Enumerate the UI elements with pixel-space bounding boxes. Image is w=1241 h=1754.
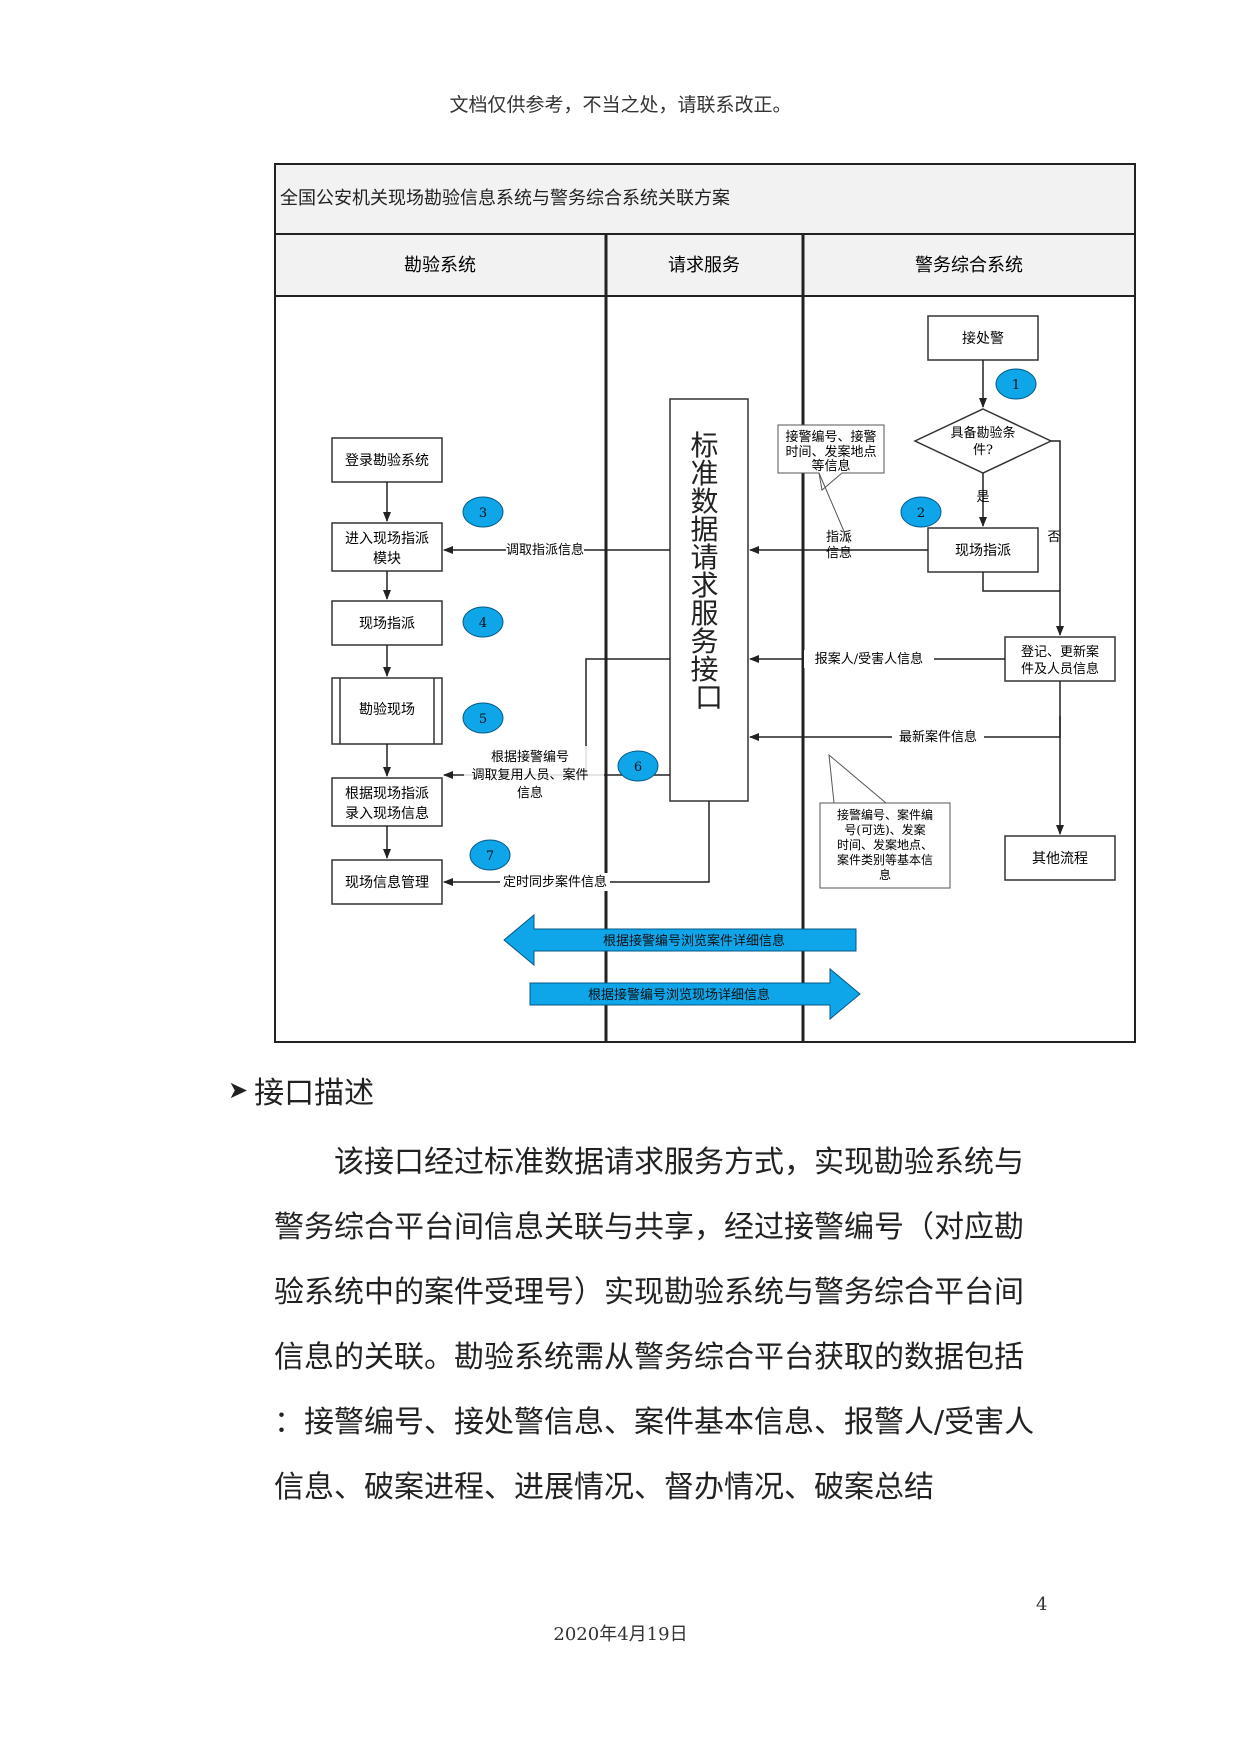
svg-text:1: 1	[1012, 378, 1020, 393]
badge-2: 2	[900, 496, 942, 528]
svg-text:指派: 指派	[826, 530, 852, 545]
badge-5: 5	[462, 702, 504, 734]
decision-diamond: 具备勘验条 件?	[913, 408, 1053, 474]
label-fetch-assign: 调取指派信息	[506, 542, 584, 558]
svg-text:件?: 件?	[973, 443, 993, 458]
svg-text:勘验现场: 勘验现场	[359, 702, 415, 718]
svg-text:信息: 信息	[517, 785, 543, 801]
svg-text:根据接警编号: 根据接警编号	[491, 749, 569, 765]
box-receive-alarm: 接处警	[927, 315, 1039, 361]
footer-date: 2020年4月19日	[553, 1624, 688, 1645]
page-number: 4	[1036, 1594, 1048, 1615]
svg-text:根据接警编号浏览案件详细信息: 根据接警编号浏览案件详细信息	[603, 933, 785, 949]
label-yes: 是	[976, 490, 989, 505]
svg-text:录入现场信息: 录入现场信息	[345, 805, 429, 822]
badge-3: 3	[462, 496, 504, 528]
svg-text:信息: 信息	[826, 545, 852, 561]
body-line: 信息、破案进程、进展情况、督办情况、破案总结	[274, 1470, 934, 1505]
box-scene-manage: 现场信息管理	[331, 859, 443, 905]
section-title: ➤ 接口描述	[228, 1068, 374, 1112]
lane-survey: 勘验系统	[404, 255, 476, 276]
diagram-title: 全国公安机关现场勘验信息系统与警务综合系统关联方案	[280, 188, 730, 209]
svg-text:2: 2	[917, 506, 925, 521]
label-latest-case: 最新案件信息	[899, 729, 977, 745]
box-assign-right: 现场指派	[927, 527, 1039, 573]
svg-text:等信息: 等信息	[811, 458, 850, 474]
svg-text:根据现场指派: 根据现场指派	[345, 786, 429, 802]
svg-text:模块: 模块	[373, 551, 401, 567]
big-arrow-left: 根据接警编号浏览案件详细信息	[503, 913, 857, 967]
svg-text:现场信息管理: 现场信息管理	[345, 874, 429, 891]
label-no: 否	[1047, 530, 1060, 545]
box-assign-left: 现场指派	[331, 600, 443, 646]
section-title-text: 接口描述	[254, 1076, 375, 1111]
svg-text:登录勘验系统: 登录勘验系统	[345, 453, 429, 469]
svg-text:4: 4	[479, 616, 487, 631]
callout-bottom: 接警编号、案件编 号(可选)、发案 时间、发案地点、 案件类别等基本信 息	[819, 753, 951, 889]
callout-top: 接警编号、接警 时间、发案地点 等信息	[777, 424, 885, 544]
box-register-update: 登记、更新案 件及人员信息	[1004, 636, 1116, 682]
box-enter-scene-info: 根据现场指派 录入现场信息	[331, 777, 443, 827]
flowchart-diagram: 全国公安机关现场勘验信息系统与警务综合系统关联方案 勘验系统 请求服务 警务综合…	[274, 163, 1136, 1043]
diagram-title-band	[274, 163, 1136, 235]
svg-text:3: 3	[479, 506, 487, 521]
svg-text:接警编号、案件编: 接警编号、案件编	[837, 807, 933, 822]
badge-1: 1	[995, 368, 1037, 400]
center-service-box: 标 准 数 据 请 求 服 务 接 口	[669, 398, 749, 802]
label-reporter: 报案人/受害人信息	[815, 651, 923, 667]
label-sync: 定时同步案件信息	[503, 874, 607, 890]
svg-text:其他流程: 其他流程	[1032, 851, 1088, 867]
body-paragraph: 该接口经过标准数据请求服务方式，实现勘验系统与 警务综合平台间信息关联与共享，经…	[274, 1130, 1054, 1520]
body-line: 验系统中的案件受理号）实现勘验系统与警务综合平台间	[274, 1275, 1024, 1310]
body-line: 信息的关联。勘验系统需从警务综合平台获取的数据包括	[274, 1340, 1024, 1375]
svg-text:号(可选)、发案: 号(可选)、发案	[844, 822, 925, 837]
svg-text:现场指派: 现场指派	[359, 616, 415, 632]
big-arrow-right: 根据接警编号浏览现场详细信息	[529, 967, 861, 1021]
svg-text:接警编号、接警: 接警编号、接警	[785, 429, 876, 445]
svg-text:接处警: 接处警	[962, 330, 1004, 347]
svg-text:时间、发案地点、: 时间、发案地点、	[837, 837, 933, 852]
box-other-process: 其他流程	[1004, 835, 1116, 881]
svg-text:现场指派: 现场指派	[955, 543, 1011, 559]
svg-text:件及人员信息: 件及人员信息	[1021, 661, 1099, 677]
arrow-bullet-icon: ➤	[228, 1076, 249, 1104]
svg-text:息: 息	[879, 867, 891, 882]
svg-text:标 准 数 据: 标 准 数 据 请 求 服 务 接 口	[691, 429, 728, 714]
badge-7: 7	[469, 839, 511, 871]
header-note: 文档仅供参考，不当之处，请联系改正。	[449, 94, 792, 116]
box-login: 登录勘验系统	[331, 437, 443, 483]
svg-text:调取复用人员、案件: 调取复用人员、案件	[471, 768, 588, 783]
badge-4: 4	[462, 606, 504, 638]
svg-text:5: 5	[479, 712, 487, 727]
svg-text:7: 7	[486, 849, 494, 864]
badge-6: 6	[617, 750, 659, 782]
box-enter-assign: 进入现场指派 模块	[331, 522, 443, 572]
svg-text:时间、发案地点: 时间、发案地点	[785, 444, 876, 460]
box-survey-scene: 勘验现场	[331, 677, 443, 745]
svg-text:案件类别等基本信: 案件类别等基本信	[837, 852, 933, 867]
body-line: 警务综合平台间信息关联与共享，经过接警编号（对应勘	[274, 1210, 1024, 1245]
lane-police: 警务综合系统	[915, 255, 1023, 276]
svg-text:登记、更新案: 登记、更新案	[1021, 644, 1099, 660]
svg-text:根据接警编号浏览现场详细信息: 根据接警编号浏览现场详细信息	[588, 987, 770, 1003]
svg-text:进入现场指派: 进入现场指派	[345, 531, 429, 547]
body-line: ：接警编号、接处警信息、案件基本信息、报警人/受害人	[274, 1405, 1035, 1440]
svg-text:具备勘验条: 具备勘验条	[950, 425, 1015, 441]
svg-text:6: 6	[634, 760, 642, 775]
body-line: 该接口经过标准数据请求服务方式，实现勘验系统与	[334, 1145, 1024, 1180]
lane-request: 请求服务	[668, 255, 740, 276]
